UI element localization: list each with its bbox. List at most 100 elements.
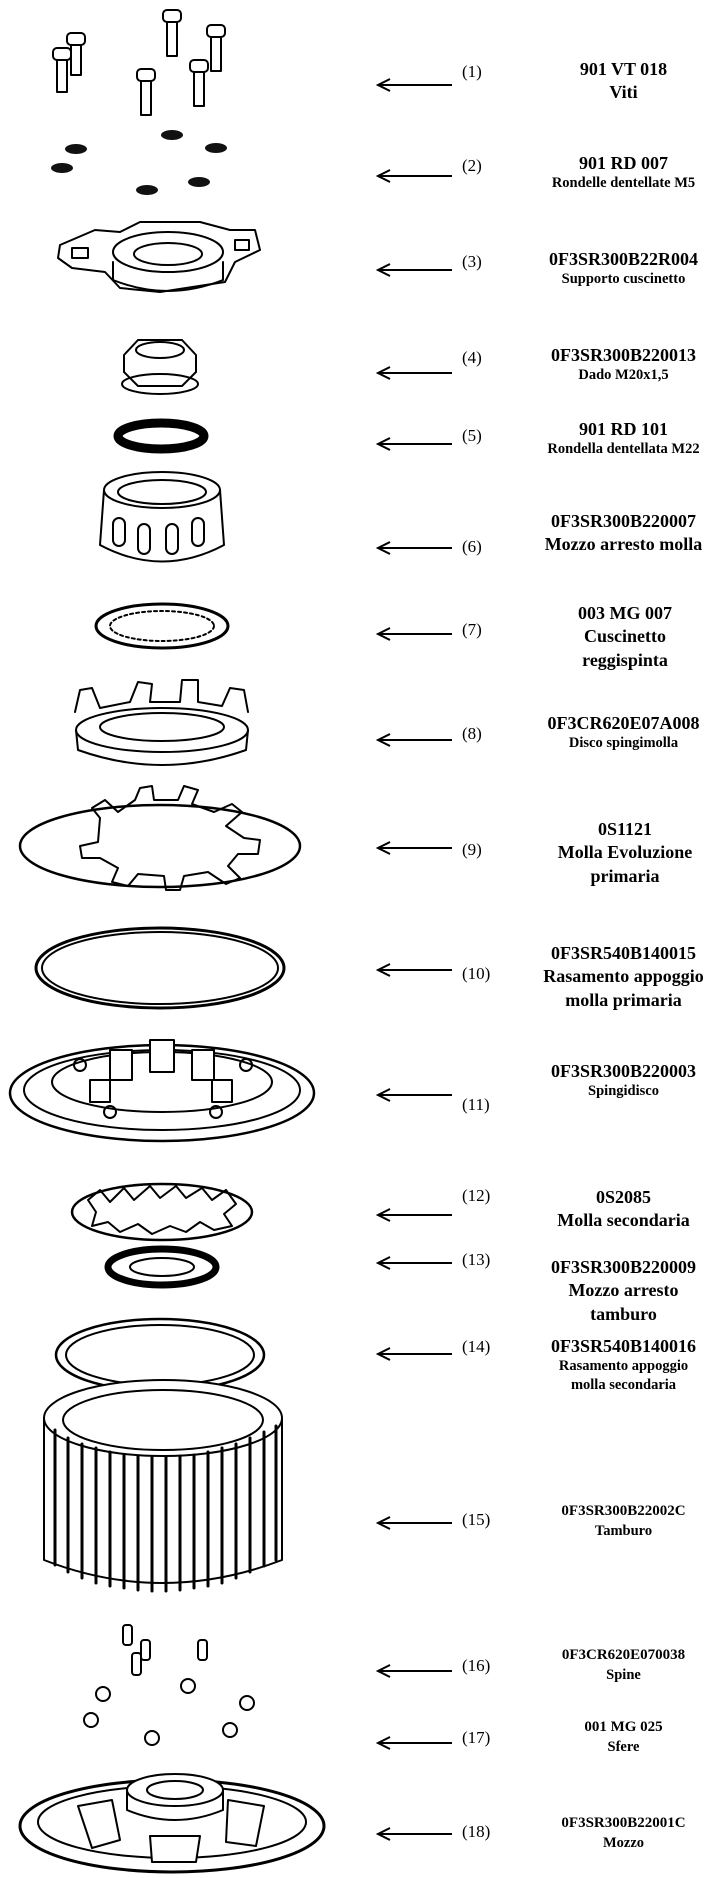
part-code: 0F3SR300B220009: [550, 1257, 696, 1277]
part-4-nut: [121, 339, 199, 395]
arrow-left-icon: [376, 1208, 452, 1222]
part-label: 003 MG 007 Cuscinetto reggispinta: [545, 602, 705, 672]
part-code: 0F3SR300B220003: [550, 1061, 696, 1081]
part-10-primary-shim: [34, 926, 286, 1010]
part-label: 0F3SR300B22002C Tamburo: [520, 1500, 727, 1541]
part-description: Cuscinetto reggispinta: [582, 626, 668, 670]
part-15-drum: [43, 1379, 283, 1593]
arrow-left-icon: [376, 627, 452, 641]
part-label: 0F3CR620E07A008 Disco spingimolla: [520, 712, 727, 753]
part-label: 001 MG 025 Sfere: [520, 1716, 727, 1757]
part-number: (13): [462, 1250, 491, 1269]
part-label: 0S2085 Molla secondaria: [520, 1186, 727, 1232]
arrow-left-icon: [376, 263, 452, 277]
part-description: Molla secondaria: [557, 1210, 690, 1230]
part-label: 0F3CR620E070038 Spine: [520, 1644, 727, 1685]
part-16-pins: [122, 1624, 208, 1676]
part-6-spring-stop-hub: [99, 471, 225, 563]
part-description: Mozzo arresto tamburo: [568, 1280, 679, 1324]
part-number: (16): [462, 1656, 491, 1675]
part-label: 0F3SR300B22R004 Supporto cuscinetto: [520, 248, 727, 289]
part-number: (14): [462, 1337, 491, 1356]
part-number: (10): [462, 964, 491, 983]
part-number: (9): [462, 840, 482, 859]
part-18-hub: [18, 1773, 326, 1874]
part-description: Rondelle dentellate M5: [551, 175, 696, 191]
part-description: Disco spingimolla: [568, 735, 679, 751]
arrow-left-icon: [376, 1347, 452, 1361]
part-code: 0F3SR300B220013: [550, 345, 696, 365]
part-code: 901 VT 018: [579, 59, 668, 79]
arrow-left-icon: [376, 1664, 452, 1678]
part-13-drum-stop-hub: [104, 1245, 220, 1289]
part-7-thrust-bearing: [94, 602, 230, 650]
part-9-primary-spring: [18, 785, 302, 891]
part-description: Viti: [609, 82, 638, 102]
part-code: 901 RD 007: [579, 153, 668, 173]
arrow-left-icon: [376, 963, 452, 977]
part-code: 0F3SR300B22002C: [561, 1503, 686, 1519]
part-number: (17): [462, 1728, 491, 1747]
arrow-left-icon: [376, 1256, 452, 1270]
arrow-left-icon: [376, 437, 452, 451]
part-code: 0F3CR620E07A008: [547, 713, 700, 733]
part-number: (11): [462, 1095, 490, 1114]
arrow-left-icon: [376, 541, 452, 555]
part-label: 0F3SR300B220003 Spingidisco: [520, 1060, 727, 1101]
part-description: Rasamento appoggio molla secondaria: [558, 1358, 689, 1393]
part-number: (15): [462, 1510, 491, 1529]
part-label: 0F3SR300B220007 Mozzo arresto molla: [520, 510, 727, 556]
arrow-left-icon: [376, 1088, 452, 1102]
part-number: (18): [462, 1822, 491, 1841]
part-number: (8): [462, 724, 482, 743]
part-description: Mozzo arresto molla: [544, 534, 703, 554]
part-description: Rasamento appoggio molla primaria: [543, 966, 704, 1010]
arrow-left-icon: [376, 169, 452, 183]
part-description: Dado M20x1,5: [578, 367, 669, 383]
part-label: 901 RD 101 Rondella dentellata M22: [520, 418, 727, 459]
part-description: Sfere: [607, 1739, 640, 1755]
part-number: (12): [462, 1186, 491, 1205]
part-number: (7): [462, 620, 482, 639]
part-code: 0F3SR300B22001C: [561, 1815, 686, 1831]
part-code: 0F3SR540B140015: [550, 943, 696, 963]
part-5-washer: [113, 418, 209, 454]
part-number: (1): [462, 62, 482, 81]
part-code: 0S1121: [597, 819, 653, 839]
part-2-washers: [51, 130, 227, 195]
part-code: 0F3SR300B22R004: [548, 249, 698, 269]
arrow-left-icon: [376, 841, 452, 855]
part-code: 901 RD 101: [579, 419, 668, 439]
part-description: Spingidisco: [588, 1083, 659, 1099]
part-12-secondary-spring: [70, 1182, 254, 1242]
part-label: 0F3SR300B22001C Mozzo: [520, 1812, 727, 1853]
part-description: Mozzo: [602, 1835, 645, 1851]
part-number: (2): [462, 156, 482, 175]
part-code: 003 MG 007: [578, 603, 672, 623]
part-number: (6): [462, 537, 482, 556]
part-label: 0F3SR540B140016 Rasamento appoggio molla…: [520, 1335, 727, 1395]
part-description: Rondella dentellata M22: [547, 441, 700, 457]
part-3-bearing-support: [57, 221, 261, 293]
part-description: Spine: [606, 1667, 641, 1683]
arrow-left-icon: [376, 1827, 452, 1841]
part-number: (5): [462, 426, 482, 445]
part-label: 0S1121 Molla Evoluzione primaria: [535, 818, 715, 888]
part-label: 0F3SR300B220009 Mozzo arresto tamburo: [520, 1256, 727, 1326]
part-17-balls: [83, 1678, 255, 1746]
arrow-left-icon: [376, 733, 452, 747]
arrow-left-icon: [376, 78, 452, 92]
part-number: (3): [462, 252, 482, 271]
part-11-pressure-plate: [8, 1039, 316, 1143]
part-8-spring-push-disc: [74, 679, 249, 766]
part-label: 901 VT 018 Viti: [520, 58, 727, 104]
part-code: 0S2085: [595, 1187, 651, 1207]
arrow-left-icon: [376, 366, 452, 380]
part-number: (4): [462, 348, 482, 367]
arrow-left-icon: [376, 1736, 452, 1750]
part-1-screws: [52, 9, 226, 116]
part-label: 0F3SR300B220013 Dado M20x1,5: [520, 344, 727, 385]
arrow-left-icon: [376, 1516, 452, 1530]
part-label: 0F3SR540B140015 Rasamento appoggio molla…: [520, 942, 727, 1012]
